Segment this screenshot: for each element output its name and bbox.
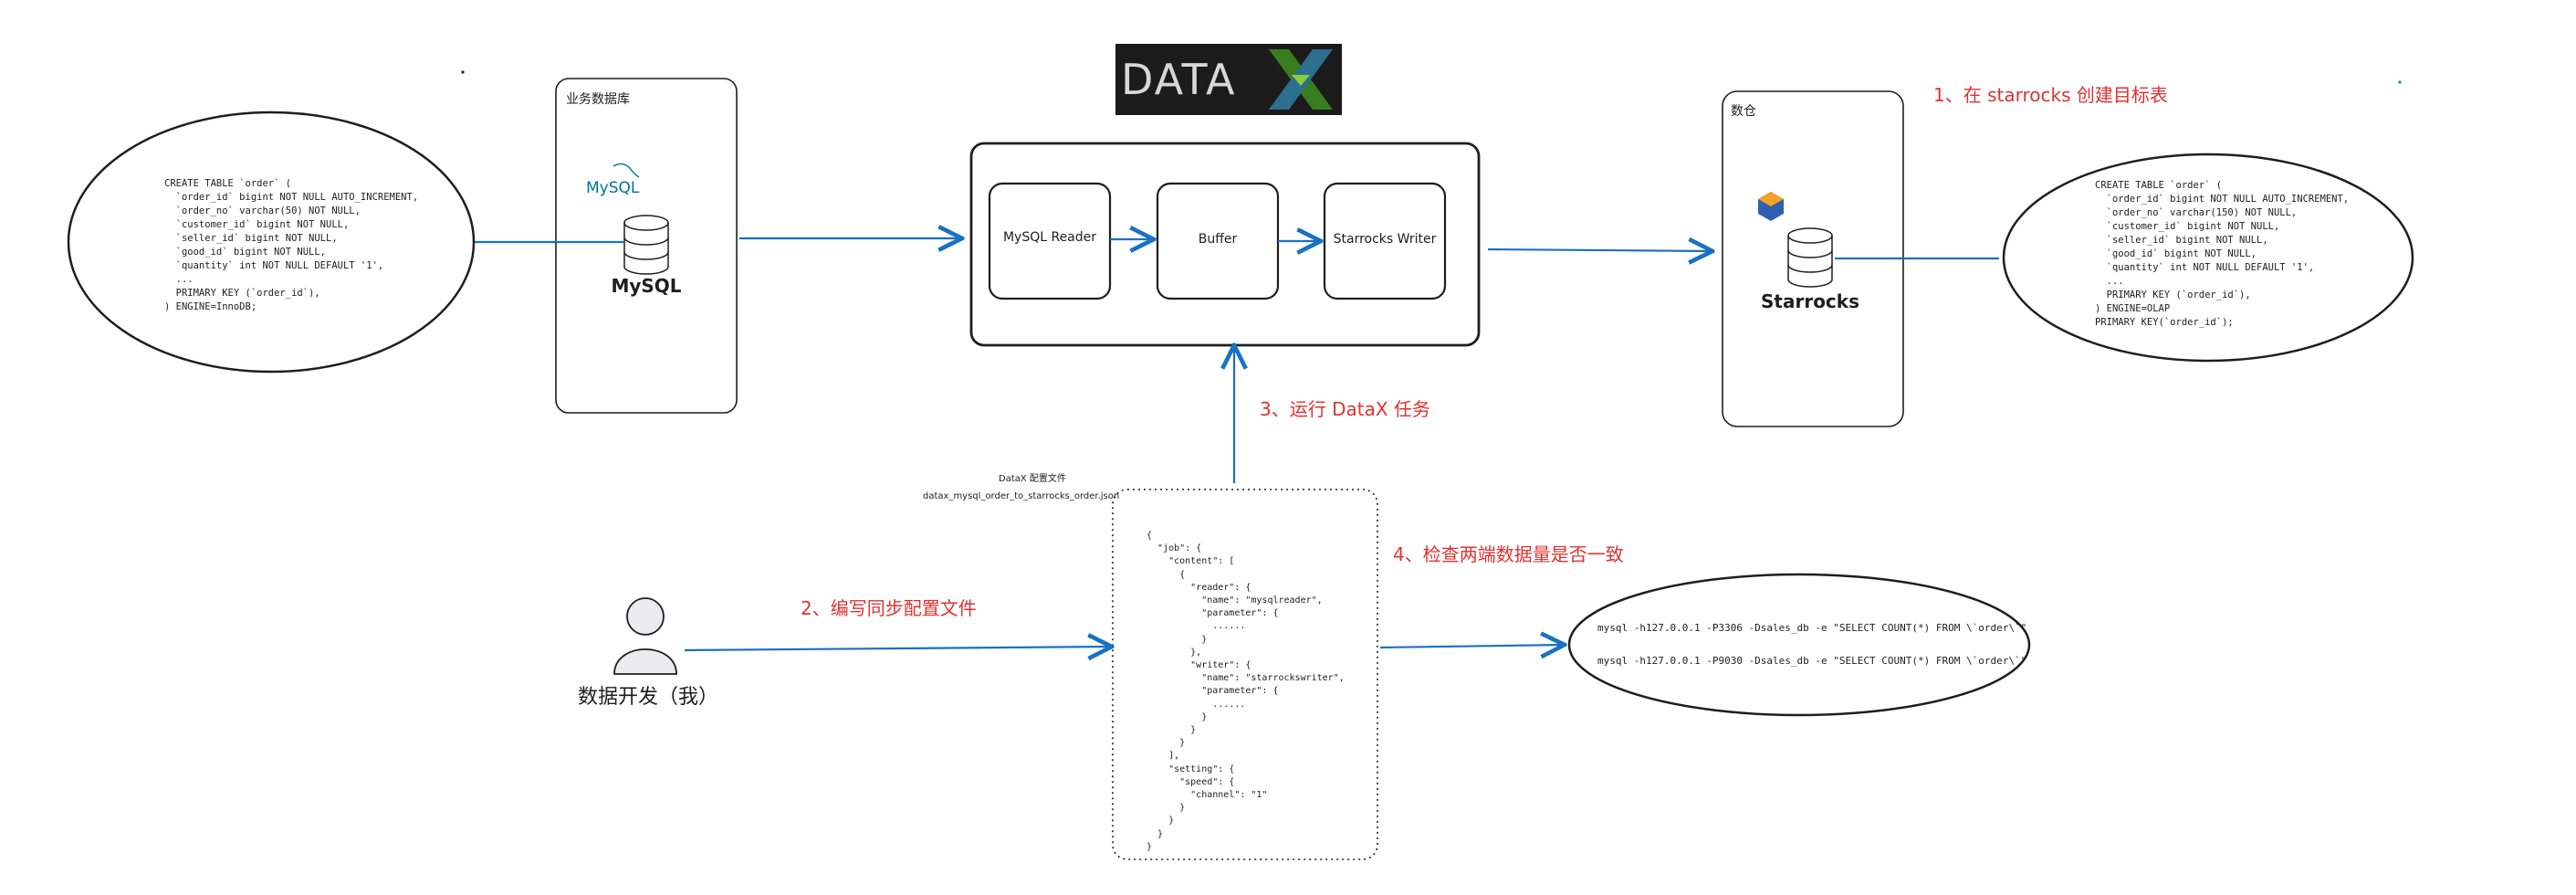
step1-annotation: 1、在 starrocks 创建目标表	[1933, 84, 2168, 106]
mysql-database-icon	[623, 215, 669, 275]
starrocks-db-label: Starrocks	[1761, 290, 1859, 312]
mysql-dolphin-icon	[613, 163, 640, 178]
config-file-name: datax_mysql_order_to_starrocks_order.jso…	[923, 491, 1120, 501]
stray-dot	[461, 70, 465, 74]
datax-logo-text: DATA	[1121, 55, 1237, 104]
config-file-box	[1112, 489, 1378, 860]
developer-label: 数据开发（我）	[577, 686, 718, 709]
stage-buffer: Buffer	[1198, 232, 1238, 247]
verify-ellipse	[1567, 573, 2031, 717]
arrow-config-to-verify	[1379, 645, 1565, 648]
mysql-logo-text: MySQL	[586, 179, 640, 197]
starrocks-database-icon	[1787, 227, 1833, 288]
starrocks-ddl-ellipse	[2002, 153, 2414, 363]
starrocks-logo-icon	[1758, 192, 1784, 221]
step2-annotation: 2、编写同步配置文件	[801, 597, 977, 619]
step4-annotation: 4、检查两端数据量是否一致	[1393, 543, 1624, 565]
warehouse-title: 数仓	[1731, 104, 1756, 119]
mysql-db-label: MySQL	[611, 275, 682, 297]
stage-starrocks-writer: Starrocks Writer	[1333, 232, 1437, 247]
business-db-title: 业务数据库	[566, 92, 630, 107]
stage-box-reader	[988, 182, 1112, 300]
mysql-ddl-ellipse	[67, 111, 476, 374]
verify-command-target: mysql -h127.0.0.1 -P9030 -Dsales_db -e "…	[1597, 655, 2027, 667]
developer-person-icon	[613, 597, 677, 675]
business-db-container	[555, 78, 738, 414]
arrow-developer-to-config	[684, 647, 1112, 650]
config-file-caption: DataX 配置文件	[999, 474, 1066, 484]
step3-annotation: 3、运行 DataX 任务	[1260, 398, 1430, 420]
config-file-content: { "job": { "content": [ { "reader": { "n…	[1147, 531, 1345, 852]
starrocks-ddl-text: CREATE TABLE `order` ( `order_id` bigint…	[2095, 180, 2350, 328]
stage-box-writer	[1323, 182, 1447, 300]
stage-mysql-reader: MySQL Reader	[1002, 230, 1097, 245]
arrow-datax-to-warehouse	[1487, 249, 1712, 251]
verify-command-source: mysql -h127.0.0.1 -P3306 -Dsales_db -e "…	[1597, 622, 2027, 634]
datax-x-icon	[1269, 49, 1333, 110]
stray-dot	[2398, 80, 2402, 84]
mysql-ddl-text: CREATE TABLE `order` ( `order_id` bigint…	[164, 178, 419, 312]
